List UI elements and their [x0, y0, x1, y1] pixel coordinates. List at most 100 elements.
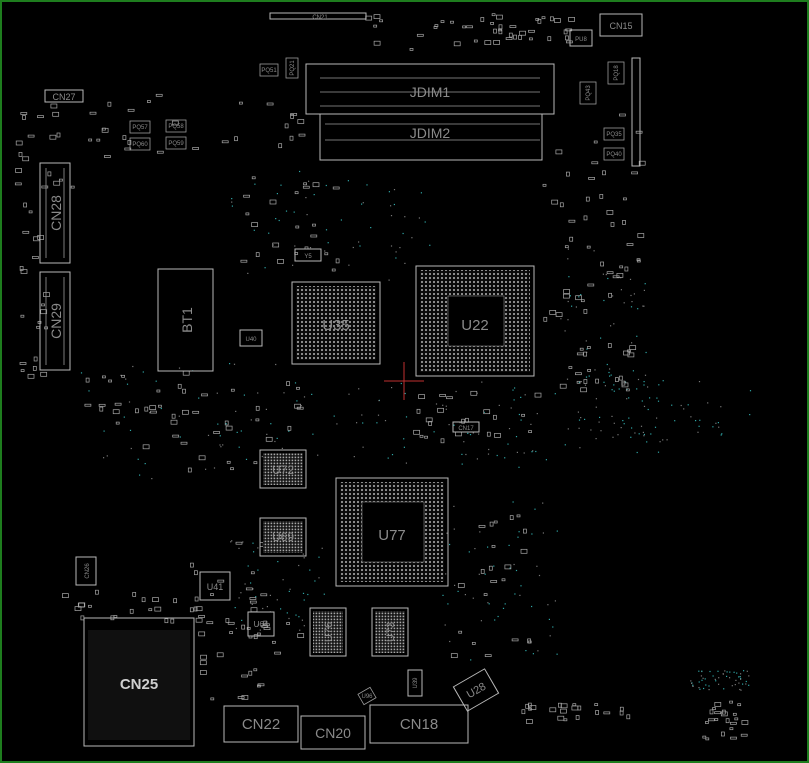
- smd-part: [249, 597, 257, 600]
- smd-part: [608, 292, 612, 298]
- u69-chip[interactable]: U69: [259, 517, 307, 557]
- pq58-part[interactable]: PQ58: [165, 119, 187, 133]
- pq59-part[interactable]: PQ59: [165, 136, 187, 150]
- u40-chip[interactable]: U40: [239, 329, 263, 347]
- smd-part: [373, 24, 378, 28]
- via: [403, 446, 405, 448]
- via: [358, 241, 360, 243]
- cn18-connector[interactable]: CN18: [369, 704, 469, 744]
- cn25-connector[interactable]: CN25: [83, 617, 195, 747]
- via: [643, 405, 646, 407]
- pq21-part[interactable]: PQ21: [285, 57, 299, 79]
- smd-part: [235, 541, 243, 545]
- smd-part: [428, 421, 432, 426]
- y5-crystal[interactable]: Y5: [294, 248, 322, 262]
- pq40-part[interactable]: PQ40: [603, 147, 625, 161]
- smd-part: [240, 259, 248, 263]
- smd-part: [20, 314, 25, 318]
- via: [643, 435, 645, 437]
- via: [584, 418, 586, 420]
- via: [476, 458, 478, 460]
- smd-part: [173, 598, 177, 604]
- smd-part: [56, 132, 61, 138]
- pu8-chip[interactable]: PU8: [569, 29, 593, 47]
- u73-chip[interactable]: U73: [371, 607, 409, 657]
- pq43-part[interactable]: PQ43: [579, 81, 597, 105]
- cn27-label: CN27: [52, 92, 75, 102]
- smd-part: [332, 186, 340, 190]
- via: [234, 607, 236, 609]
- smd-part: [526, 719, 533, 724]
- via: [577, 411, 579, 413]
- smd-part: [437, 407, 444, 413]
- crosshair-cursor: [384, 362, 424, 400]
- smd-part: [261, 624, 269, 628]
- smd-part: [243, 194, 250, 198]
- smd-part: [559, 202, 564, 208]
- smd-part: [303, 182, 307, 186]
- cn27-connector[interactable]: CN27: [44, 89, 84, 103]
- via: [405, 416, 408, 418]
- via: [235, 410, 237, 412]
- smd-part: [40, 371, 48, 377]
- cn28-connector[interactable]: CN28: [39, 162, 71, 264]
- via: [513, 399, 515, 401]
- via: [299, 170, 301, 173]
- via: [448, 424, 450, 426]
- right-edge-connector: [631, 57, 641, 167]
- cn22-connector[interactable]: CN22: [223, 705, 299, 743]
- via: [536, 413, 538, 415]
- smd-part: [501, 578, 506, 582]
- smd-part: [144, 406, 149, 412]
- via: [294, 245, 296, 247]
- smd-part: [141, 597, 146, 603]
- smd-part: [583, 351, 587, 357]
- u72-chip[interactable]: U72: [259, 449, 307, 489]
- bt1-battery[interactable]: BT1: [157, 268, 214, 372]
- smd-part: [625, 388, 630, 392]
- jdim1-slot[interactable]: JDIM1: [305, 63, 555, 115]
- smd-part: [198, 455, 206, 461]
- pq35-part[interactable]: PQ35: [603, 127, 625, 141]
- via: [605, 274, 607, 276]
- via: [567, 319, 569, 321]
- smd-part: [296, 406, 304, 410]
- u39-chip[interactable]: U39: [407, 669, 423, 697]
- smd-part: [576, 352, 584, 356]
- pq18-part[interactable]: PQ18: [607, 61, 625, 85]
- via: [531, 533, 533, 535]
- smd-part: [568, 17, 575, 22]
- cn26-connector[interactable]: CN26: [75, 556, 97, 586]
- pq60-part[interactable]: PQ60: [129, 137, 151, 151]
- u96-part[interactable]: U96: [357, 686, 377, 706]
- pq51-part[interactable]: PQ51: [259, 63, 279, 77]
- smd-part: [708, 718, 715, 722]
- via: [564, 444, 566, 446]
- smd-part: [32, 366, 37, 371]
- u77-bga[interactable]: U77: [335, 477, 449, 587]
- via: [305, 197, 307, 199]
- via: [720, 434, 722, 436]
- u41-chip[interactable]: U41: [199, 571, 231, 601]
- cn29-connector[interactable]: CN29: [39, 271, 71, 371]
- u35-bga[interactable]: U35: [291, 281, 381, 365]
- cn20-connector[interactable]: CN20: [300, 715, 366, 750]
- via: [445, 405, 447, 407]
- via: [731, 685, 733, 687]
- u22-bga[interactable]: U22: [415, 265, 535, 377]
- via: [274, 440, 276, 443]
- cn15-connector[interactable]: CN15: [599, 13, 643, 37]
- cn21-connector[interactable]: CN21: [269, 12, 367, 21]
- smd-part: [576, 380, 581, 384]
- via: [613, 390, 615, 392]
- u64-chip[interactable]: U64: [247, 611, 275, 637]
- jdim2-slot[interactable]: JDIM2: [319, 113, 543, 161]
- via: [285, 210, 288, 212]
- via: [567, 258, 569, 260]
- cn17-connector[interactable]: CN17: [452, 421, 480, 433]
- smd-part: [108, 379, 112, 383]
- smd-part: [446, 396, 453, 400]
- pq57-part[interactable]: PQ57: [129, 120, 151, 134]
- smd-part: [624, 266, 629, 272]
- u76-chip[interactable]: U76: [309, 607, 347, 657]
